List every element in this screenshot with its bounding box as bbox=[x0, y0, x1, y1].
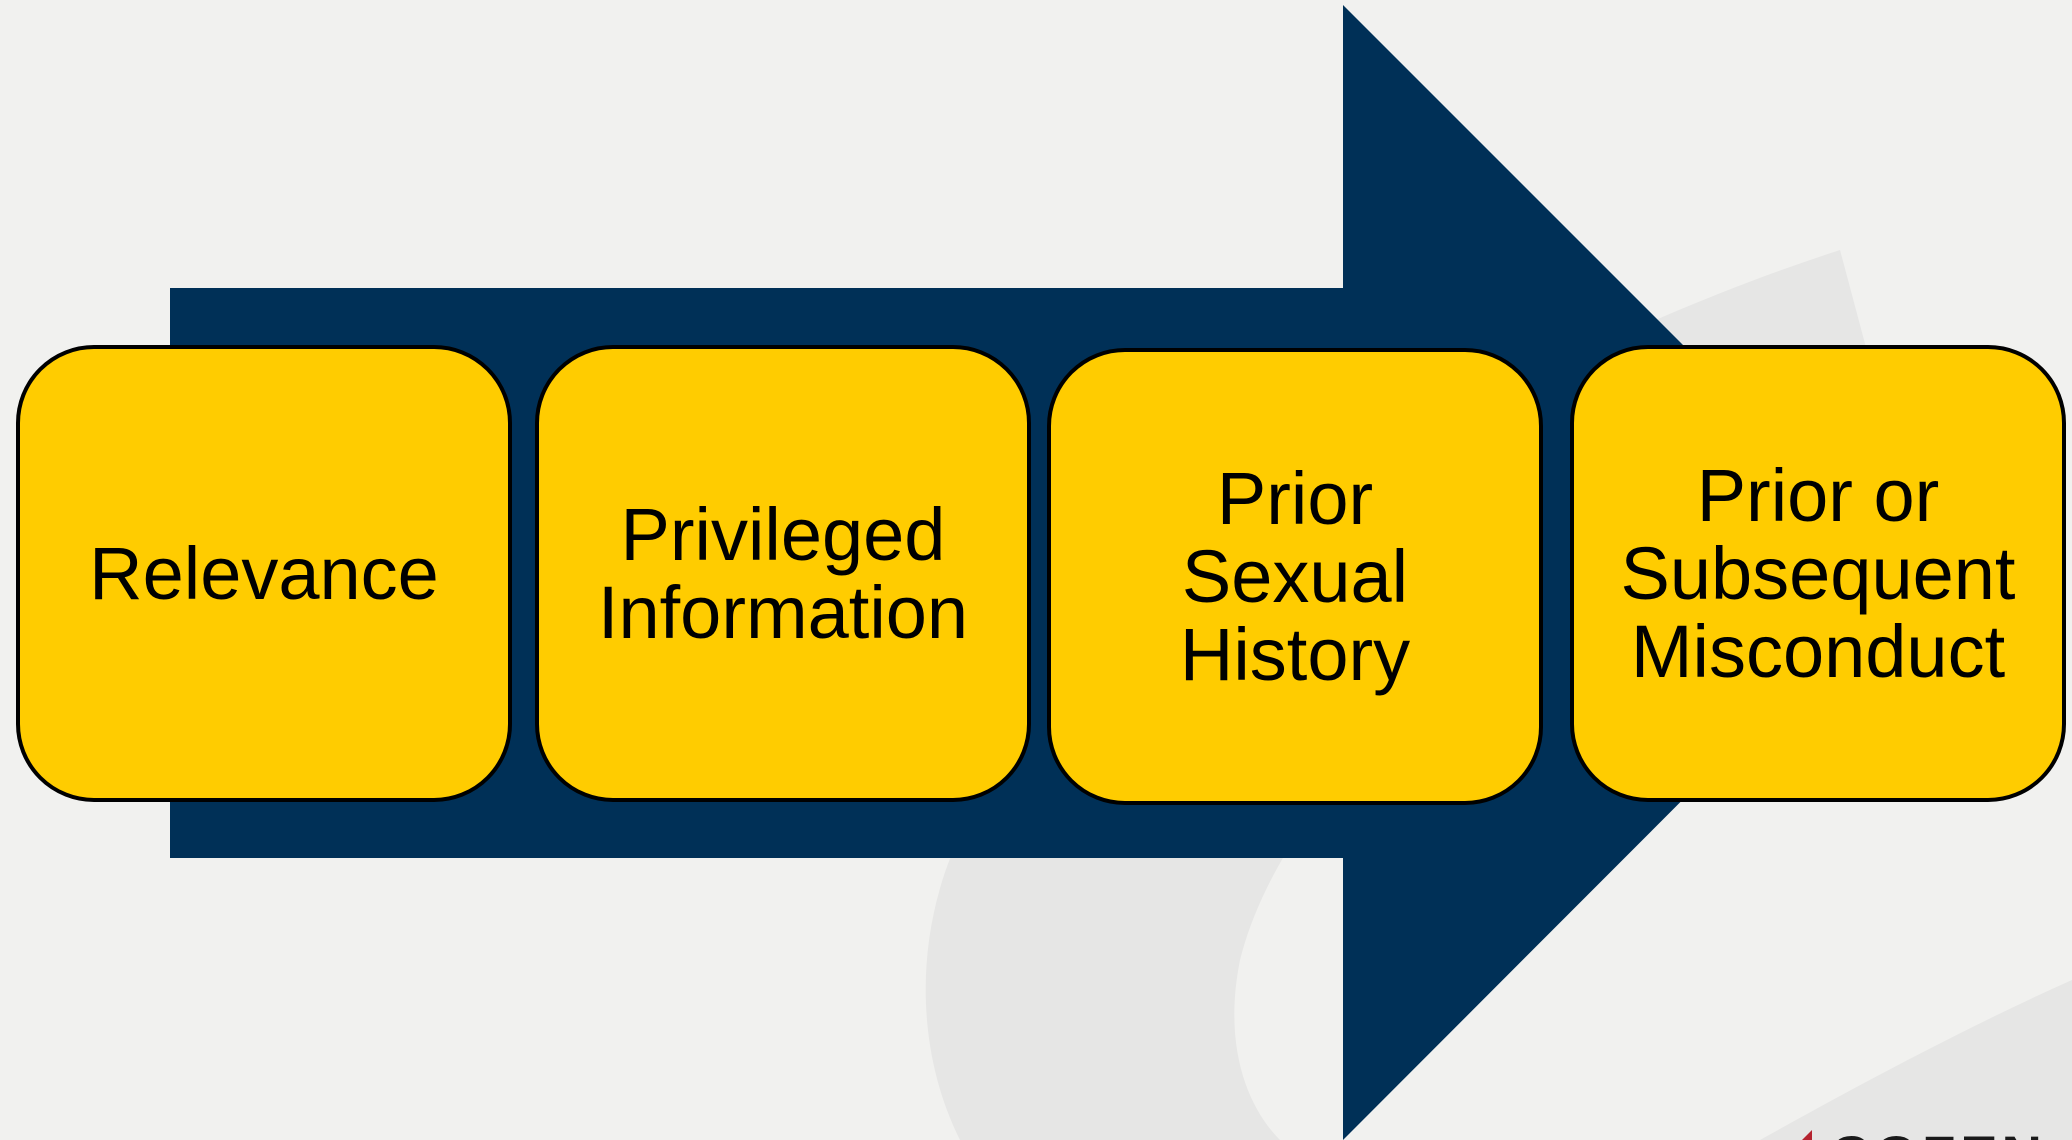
step-privileged-information: Privileged Information bbox=[535, 345, 1031, 802]
step-label: Prior or Subsequent Misconduct bbox=[1620, 453, 2016, 693]
step-prior-or-subsequent-misconduct: Prior or Subsequent Misconduct bbox=[1570, 345, 2066, 802]
step-relevance: Relevance bbox=[16, 345, 512, 802]
company-logo: COZEN bbox=[1790, 1128, 2046, 1140]
logo-text: COZEN bbox=[1830, 1128, 2046, 1140]
step-label: Relevance bbox=[89, 531, 439, 615]
step-prior-sexual-history: Prior Sexual History bbox=[1047, 348, 1543, 805]
step-label: Prior Sexual History bbox=[1179, 456, 1411, 696]
logo-mark-icon bbox=[1790, 1130, 1812, 1140]
step-label: Privileged Information bbox=[597, 492, 969, 654]
